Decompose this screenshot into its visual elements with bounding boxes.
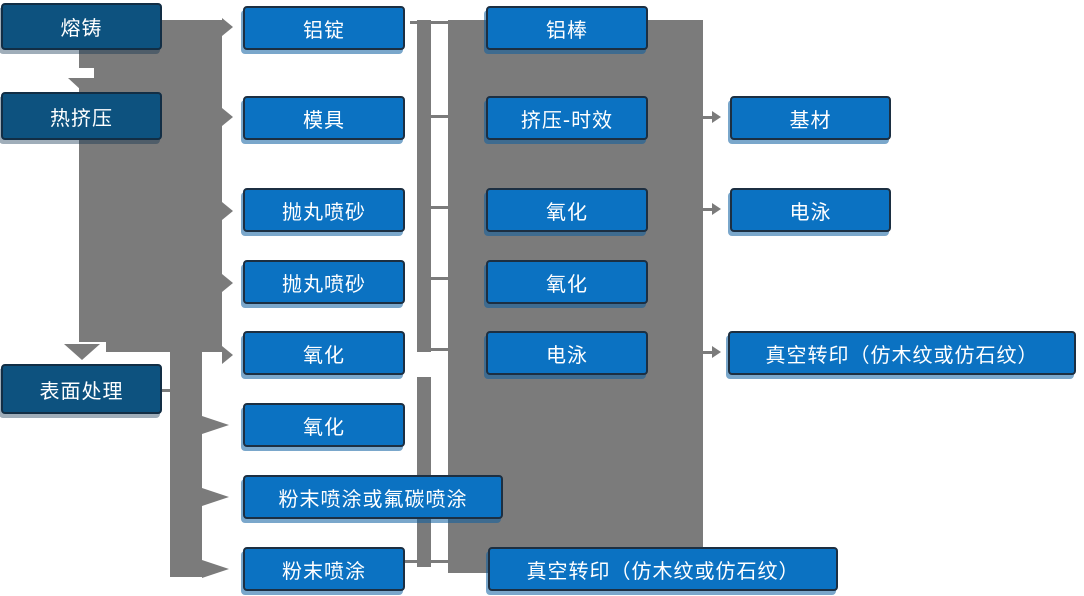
flow-node-hot-extrusion: 热挤压 xyxy=(1,92,162,140)
flow-node-shot-blasting-sandblasting-2: 抛丸喷砂 xyxy=(243,260,405,304)
connector-tick-aluminum-ingot-row xyxy=(410,21,448,24)
flow-node-mold: 模具 xyxy=(243,96,405,140)
connector-tick-oxidation-row2 xyxy=(431,277,448,280)
flow-node-surface-treatment: 表面处理 xyxy=(1,364,162,414)
flow-node-oxidation-2: 氧化 xyxy=(243,403,405,447)
connector-tick-oxidation-row1 xyxy=(431,206,448,209)
flow-node-vacuum-transfer-1: 真空转印（仿木纹或仿石纹） xyxy=(488,547,838,591)
notch-above-hot-extrusion-arrow xyxy=(68,68,94,78)
connector-bus-bar-upper xyxy=(417,20,431,352)
connector-surface-treatment-stub xyxy=(162,389,174,392)
flow-node-substrate: 基材 xyxy=(730,96,891,140)
connector-line-to-substrate xyxy=(703,116,712,119)
flow-node-melt-casting: 熔铸 xyxy=(1,3,162,50)
connector-tick-mold-row xyxy=(431,115,448,118)
flow-node-vacuum-transfer-2: 真空转印（仿木纹或仿石纹） xyxy=(728,331,1076,375)
connector-line-to-vacuum-transfer xyxy=(703,351,712,354)
flow-node-extrusion-aging: 挤压-时效 xyxy=(486,96,648,140)
arrowhead-to-substrate xyxy=(712,111,721,123)
arrowhead-to-aluminum-ingot xyxy=(222,18,233,36)
arrowhead-to-shot-blasting-2 xyxy=(222,274,233,292)
arrowhead-to-powder-coating xyxy=(202,560,229,578)
flow-node-oxidation-1: 氧化 xyxy=(243,331,405,375)
connector-surface-branch-band xyxy=(170,345,202,577)
connector-line-to-electrophoresis xyxy=(703,208,712,211)
flow-node-powder-or-fluorocarbon-coating: 粉末喷涂或氟碳喷涂 xyxy=(243,475,503,519)
arrowhead-to-electrophoresis-2 xyxy=(712,203,721,215)
flow-node-aluminum-rod: 铝棒 xyxy=(486,6,648,50)
flow-node-electrophoresis-1: 电泳 xyxy=(486,331,648,375)
arrowhead-to-vacuum-transfer-2 xyxy=(712,346,721,358)
flow-node-electrophoresis-2: 电泳 xyxy=(730,188,891,232)
arrowhead-to-oxidation-2 xyxy=(202,416,229,434)
connector-bus-bar-lower xyxy=(417,377,431,567)
flow-node-oxidation-4: 氧化 xyxy=(486,260,648,304)
arrowhead-to-hot-extrusion xyxy=(68,78,94,90)
flow-node-aluminum-ingot: 铝锭 xyxy=(243,6,405,50)
arrowhead-to-surface-treatment xyxy=(64,344,100,360)
arrowhead-to-shot-blasting-1 xyxy=(222,202,233,220)
connector-left-trunk-band xyxy=(79,20,222,352)
arrowhead-to-oxidation-1 xyxy=(222,346,233,364)
connector-tick-electrophoresis-row xyxy=(431,348,448,351)
flow-node-shot-blasting-sandblasting-1: 抛丸喷砂 xyxy=(243,188,405,232)
arrowhead-to-powder-or-fluorocarbon xyxy=(202,488,229,506)
flow-node-powder-coating: 粉末喷涂 xyxy=(243,547,405,591)
flow-node-oxidation-3: 氧化 xyxy=(486,188,648,232)
arrowhead-to-mold xyxy=(222,108,233,126)
connector-tick-powder-coating-row xyxy=(405,560,448,563)
